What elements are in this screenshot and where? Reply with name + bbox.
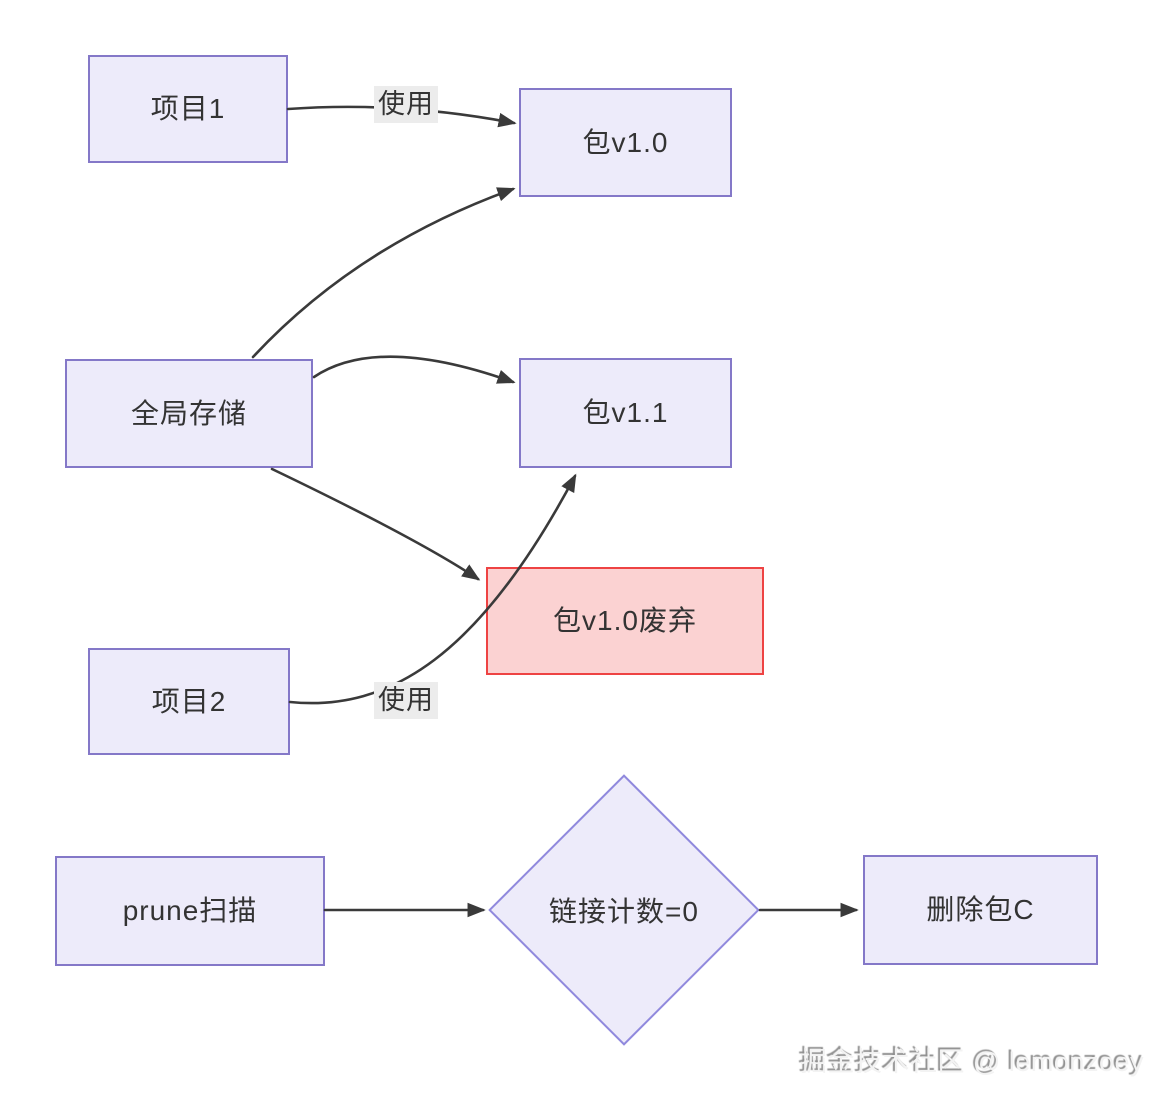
node-delete-package-c: 删除包C: [863, 855, 1098, 965]
edge-store-to-v11: [312, 355, 516, 384]
node-prune-scan: prune扫描: [55, 856, 325, 966]
node-global-store: 全局存储: [65, 359, 313, 468]
node-package-v1-0-deprecated: 包v1.0废弃: [486, 567, 764, 675]
edge-store-to-v10: [251, 187, 516, 359]
node-package-v1-1: 包v1.1: [519, 358, 732, 468]
node-project-1: 项目1: [88, 55, 288, 163]
node-project-2: 项目2: [88, 648, 290, 755]
edge-label-use-2: 使用: [374, 682, 438, 719]
edge-label-use-1: 使用: [374, 86, 438, 123]
watermark: 掘金技术社区 @ lemonzoey: [800, 1047, 1144, 1077]
node-link-count-decision: 链接计数=0: [549, 896, 699, 927]
edge-store-to-deprecated: [270, 467, 481, 581]
node-package-v1-0: 包v1.0: [519, 88, 732, 197]
